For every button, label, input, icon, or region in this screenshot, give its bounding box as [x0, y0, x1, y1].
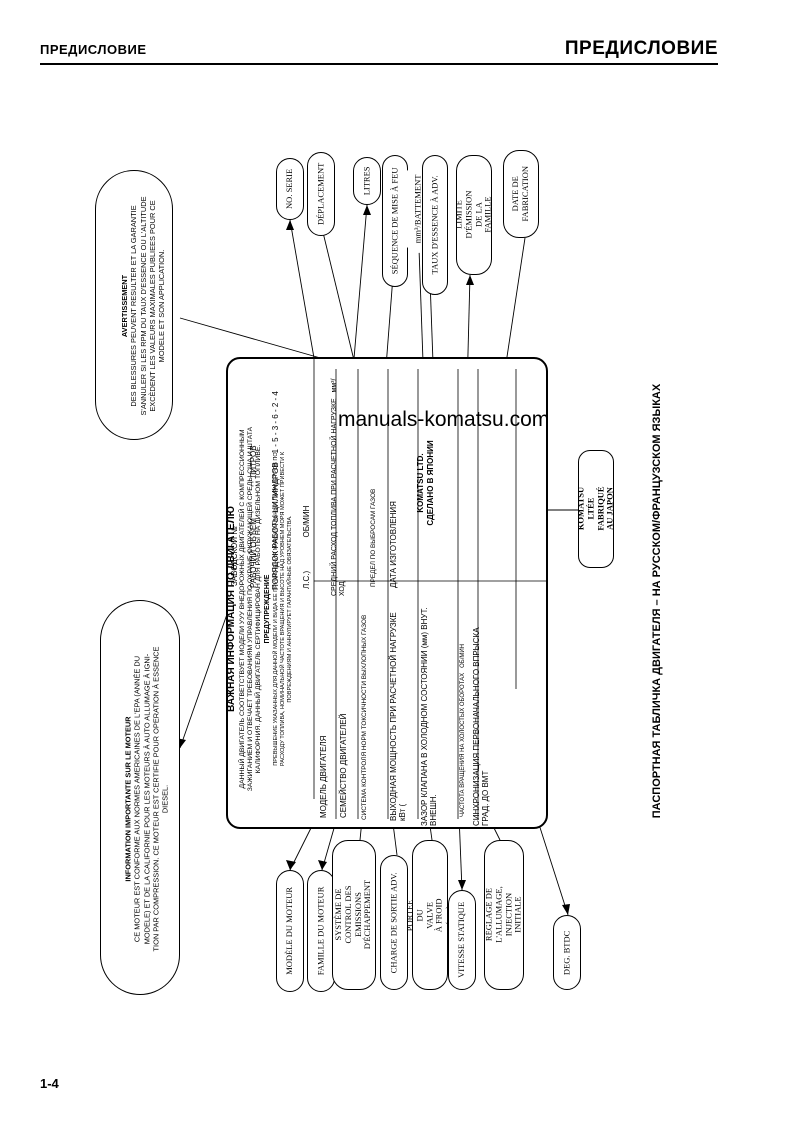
info-title: INFORMATION IMPORTANTE SUR LE MOTEUR [123, 716, 133, 882]
warning-line: EXCÈDENT LES VALEURS MAXIMALES PUBLIEES … [147, 200, 157, 412]
row-injection-timing: СИНХРОНИЗАЦИЯ ПЕРВОНАЧАЛЬНОГО ВПРЫСКА ГР… [472, 627, 490, 826]
row-manufacture-date: ДАТА ИЗГОТОВЛЕНИЯ [389, 501, 398, 588]
label-komatsu-france: KOMATSU LTÉE FABRIQUÉ AU JAPON [575, 450, 615, 568]
info-line: DIESEL. [160, 784, 170, 814]
label-emission-control-system: SYSTÈME DE CONTROL DES EMISSIONS D'ÉCHAP… [332, 840, 376, 990]
label-litres: LITRES [353, 157, 381, 205]
row-displacement: РАБОЧИЙ ОБЪЕМ ЛИТРОВ [249, 445, 258, 588]
engine-info-box: INFORMATION IMPORTANTE SUR LE MOTEUR CE … [100, 600, 180, 995]
engine-nameplate: ВАЖНАЯ ИНФОРМАЦИЯ ПО ДВИГАТЕЛЮ ДАННЫЙ ДВ… [226, 357, 548, 829]
row-emission-limit: ПРЕДЕЛ ПО ВЫБРОСАМ ГАЗОВ [370, 488, 377, 587]
plate-footer: KOMATSU LTD. СДЕЛАНО В ЯПОНИИ [416, 440, 435, 526]
label-fuel-rate: TAUX D'ESSENCE À ADV. [422, 155, 448, 295]
label-engine-model: MODÈLE DU MOTEUR [276, 870, 304, 992]
label-family-emission-limit: LIMITE D'ÉMISSION DE LA FAMILLE [453, 155, 493, 275]
warning-line: S'ANNULER SI LES RPM DU TAUX D'ESSENCE O… [138, 196, 148, 416]
label-manufacture-date: DATE DE FABRICATION [503, 150, 539, 238]
row-engine-family: СЕМЕЙСТВО ДВИГАТЕЛЕЙ [339, 713, 348, 818]
row-engine-model: МОДЕЛЬ ДВИГАТЕЛЯ [319, 735, 328, 818]
header-rule [40, 63, 718, 65]
figure-caption: ПАСПОРТНАЯ ТАБЛИЧКА ДВИГАТЕЛЯ – НА РУССК… [651, 383, 663, 819]
label-serial-number: NO. SERIE [276, 158, 304, 220]
info-line: MODELE) ET DE LA CALIFORNIE POUR LES MOT… [142, 653, 151, 945]
row-valve-lash: ЗАЗОР КЛАПАНА В ХОЛОДНОМ СОСТОЯНИИ (мм) … [420, 607, 438, 826]
warning-title: AVERTISSEMENT [120, 274, 129, 338]
row-rated-output-units: Л.С.) ОБ/МИН [302, 505, 311, 589]
row-serial-number: ЗАВОДСКОЙ № [230, 526, 239, 586]
row-emission-system: СИСТЕМА КОНТРОЛЯ НОРМ ТОКСИЧНОСТИ ВЫХЛОП… [361, 614, 368, 820]
label-engine-family: FAMILLE DU MOTEUR [307, 870, 335, 992]
label-idle-speed: VITESSE STATIQUE [448, 890, 476, 990]
warning-line: MODELE ET SON APPLICATION. [157, 249, 166, 363]
header-right-title: ПРЕДИСЛОВИЕ [564, 38, 718, 59]
label-deg-btdc: DEG. BTDC [553, 915, 581, 990]
label-injection-timing: RÉGLAGE DE L'ALLUMAGE, INJECTION INITIAL… [483, 840, 524, 990]
label-rated-output: CHARGE DE SORTIE ADV. [380, 855, 408, 990]
header-left-title: ПРЕДИСЛОВИЕ [40, 42, 147, 57]
page-number: 1-4 [40, 1076, 59, 1091]
warning-box: AVERTISSEMENT DES BLESSURES PEUVENT RESU… [95, 170, 173, 440]
label-displacement: DÉPLACEMENT [307, 152, 335, 236]
plate-grid [313, 359, 546, 819]
info-line: TION PAR COMPRESSION. CE MOTEUR EST CERT… [151, 646, 161, 952]
warning-line: DES BLESSURES PEUVENT RESULTER ET LA GAR… [129, 205, 139, 407]
info-line: CE MOTEUR EST CONFORME AUX NORMES AMERIC… [132, 655, 142, 943]
watermark: manuals-komatsu.com [338, 408, 550, 431]
label-valve-lash: PORTEE DU VALVE À FROID (mm) [405, 840, 454, 990]
row-firing-order: ПОРЯДОК РАБОТЫ ЦИЛИНДРОВ 1 - 5 - 3 - 6 -… [271, 391, 280, 590]
row-rated-output: ВЫХОДНАЯ МОЩНОСТЬ ПРИ РАСЧЕТНОЙ НАГРУЗКЕ… [389, 612, 407, 821]
